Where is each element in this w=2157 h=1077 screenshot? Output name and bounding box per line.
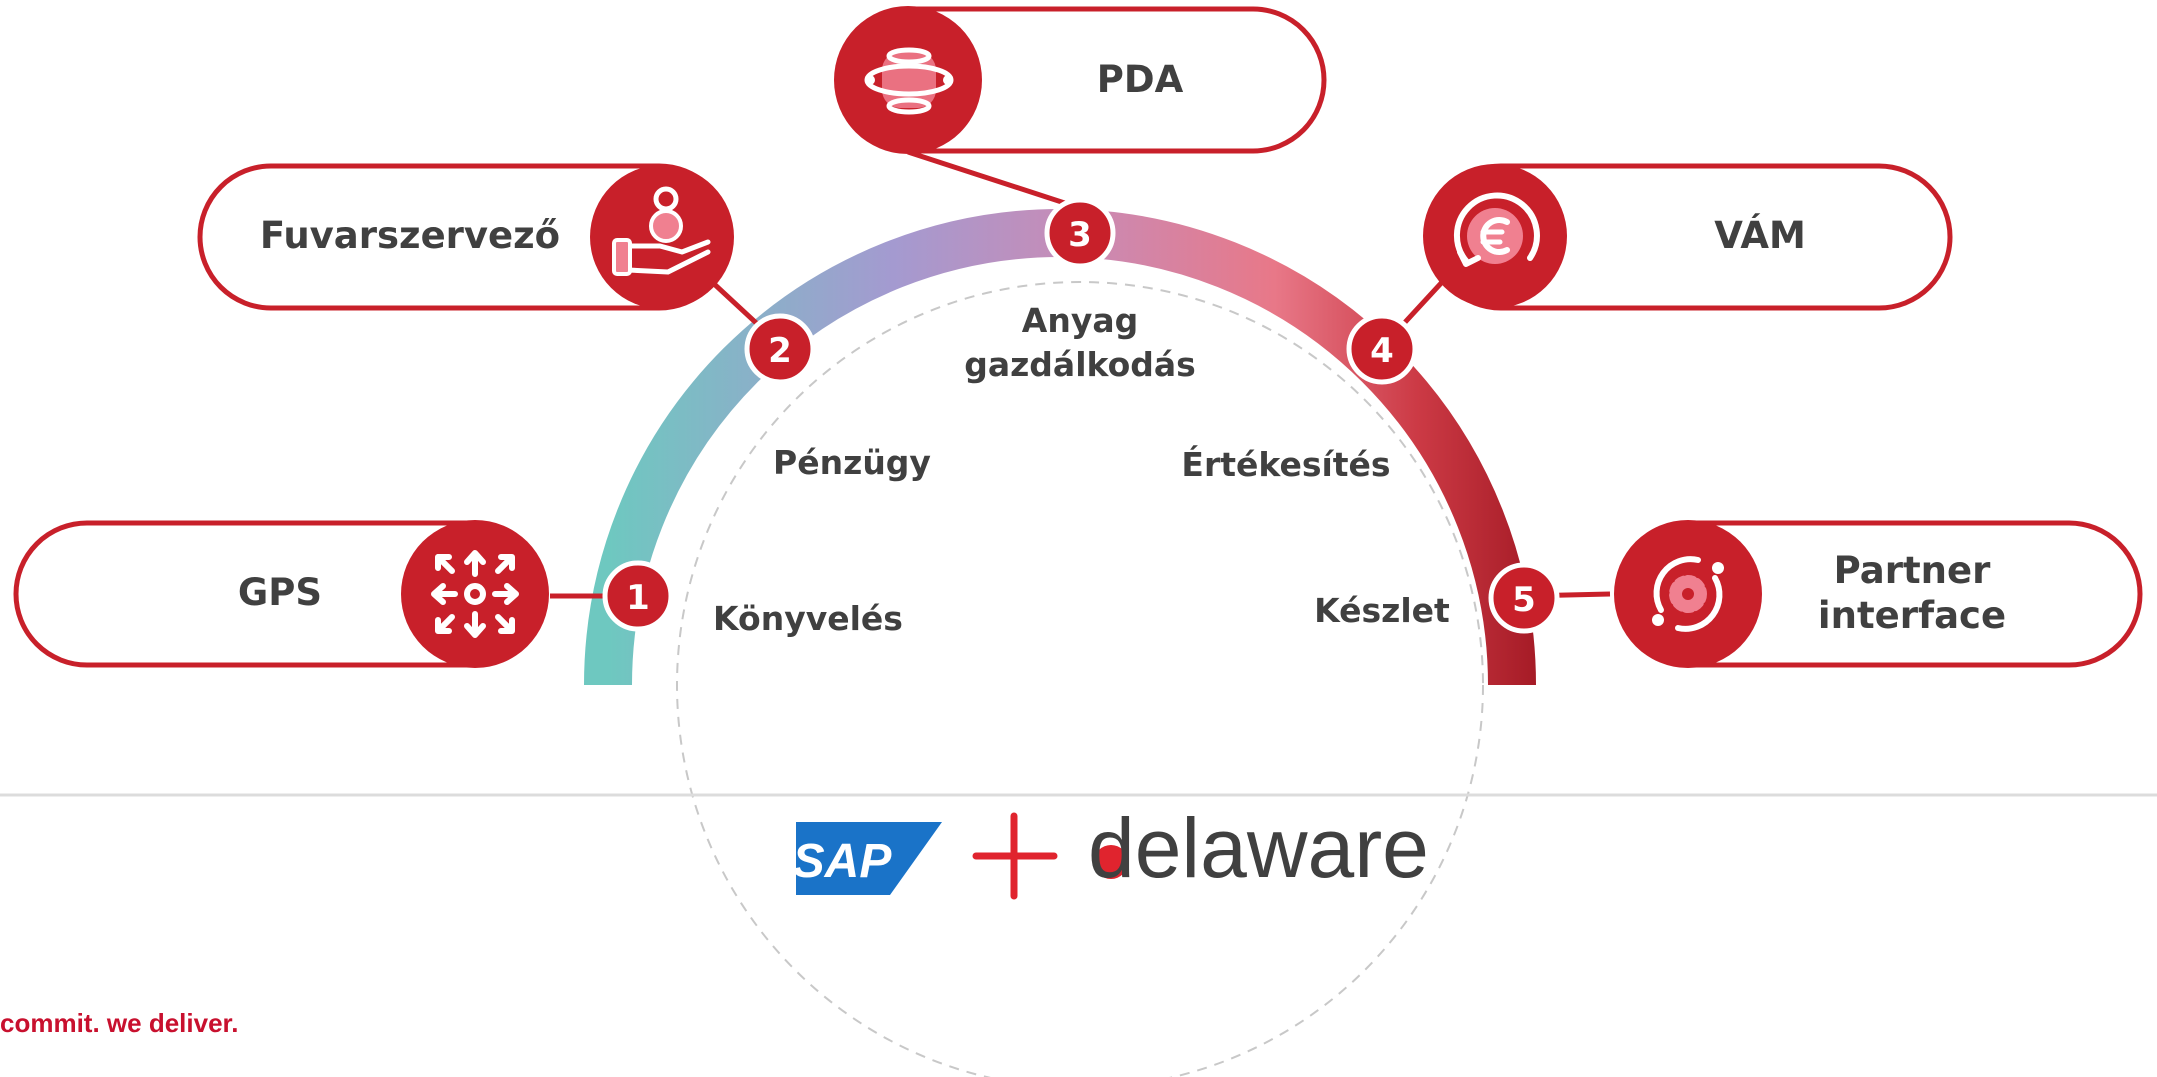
badge-2: 2: [744, 313, 816, 385]
step-gps-label: GPS: [238, 571, 322, 614]
badge-4-number: 4: [1370, 331, 1394, 371]
gear-cycle-icon: [1652, 556, 1724, 632]
step-fuvarszervezo-label: Fuvarszervező: [260, 214, 560, 257]
badge-3-number: 3: [1068, 215, 1092, 255]
plus-icon: [972, 812, 1058, 900]
badge-1: 1: [602, 560, 674, 632]
delaware-logo: delaware: [1088, 801, 1429, 895]
step-partner-interface-label-line2: interface: [1818, 594, 2006, 637]
badge-5: 5: [1488, 562, 1560, 634]
label-anyag-line2: gazdálkodás: [964, 345, 1196, 384]
footer-tagline: commit. we deliver.: [0, 1008, 239, 1038]
badge-3: 3: [1044, 197, 1116, 269]
sap-logo-text: SAP: [793, 835, 893, 888]
step-pda-label: PDA: [1097, 58, 1184, 101]
step-pda[interactable]: PDA: [834, 6, 1327, 154]
badge-2-number: 2: [768, 331, 792, 371]
badge-1-number: 1: [626, 578, 650, 618]
sap-logo: SAP: [793, 822, 942, 895]
label-konyveles: Könyvelés: [713, 599, 903, 638]
gps-arrows-icon: [431, 550, 519, 638]
badge-5-number: 5: [1512, 580, 1536, 620]
hand-package-icon: [612, 186, 711, 276]
label-keszlet: Készlet: [1314, 591, 1450, 630]
step-vam-label: VÁM: [1714, 213, 1806, 257]
label-ertekesites: Értékesítés: [1181, 444, 1390, 484]
step-fuvarszervezo[interactable]: Fuvarszervező: [197, 163, 734, 311]
inner-dashed-circle: [676, 281, 1484, 1077]
stacked-rings-icon: [864, 47, 954, 115]
step-partner-interface[interactable]: Partner interface: [1614, 520, 2143, 668]
step-partner-interface-label-line1: Partner: [1834, 549, 1991, 592]
label-penzugy: Pénzügy: [773, 443, 931, 482]
step-vam[interactable]: VÁM: [1423, 163, 1953, 311]
step-gps-icon-circle: [401, 520, 549, 668]
delaware-logo-text: delaware: [1088, 801, 1429, 895]
step-gps[interactable]: GPS: [13, 520, 549, 668]
delaware-logo-dot: [1094, 845, 1128, 879]
label-anyag-line1: Anyag: [1022, 301, 1138, 340]
euro-cycle-icon: [1454, 192, 1540, 267]
badge-4: 4: [1346, 313, 1418, 385]
